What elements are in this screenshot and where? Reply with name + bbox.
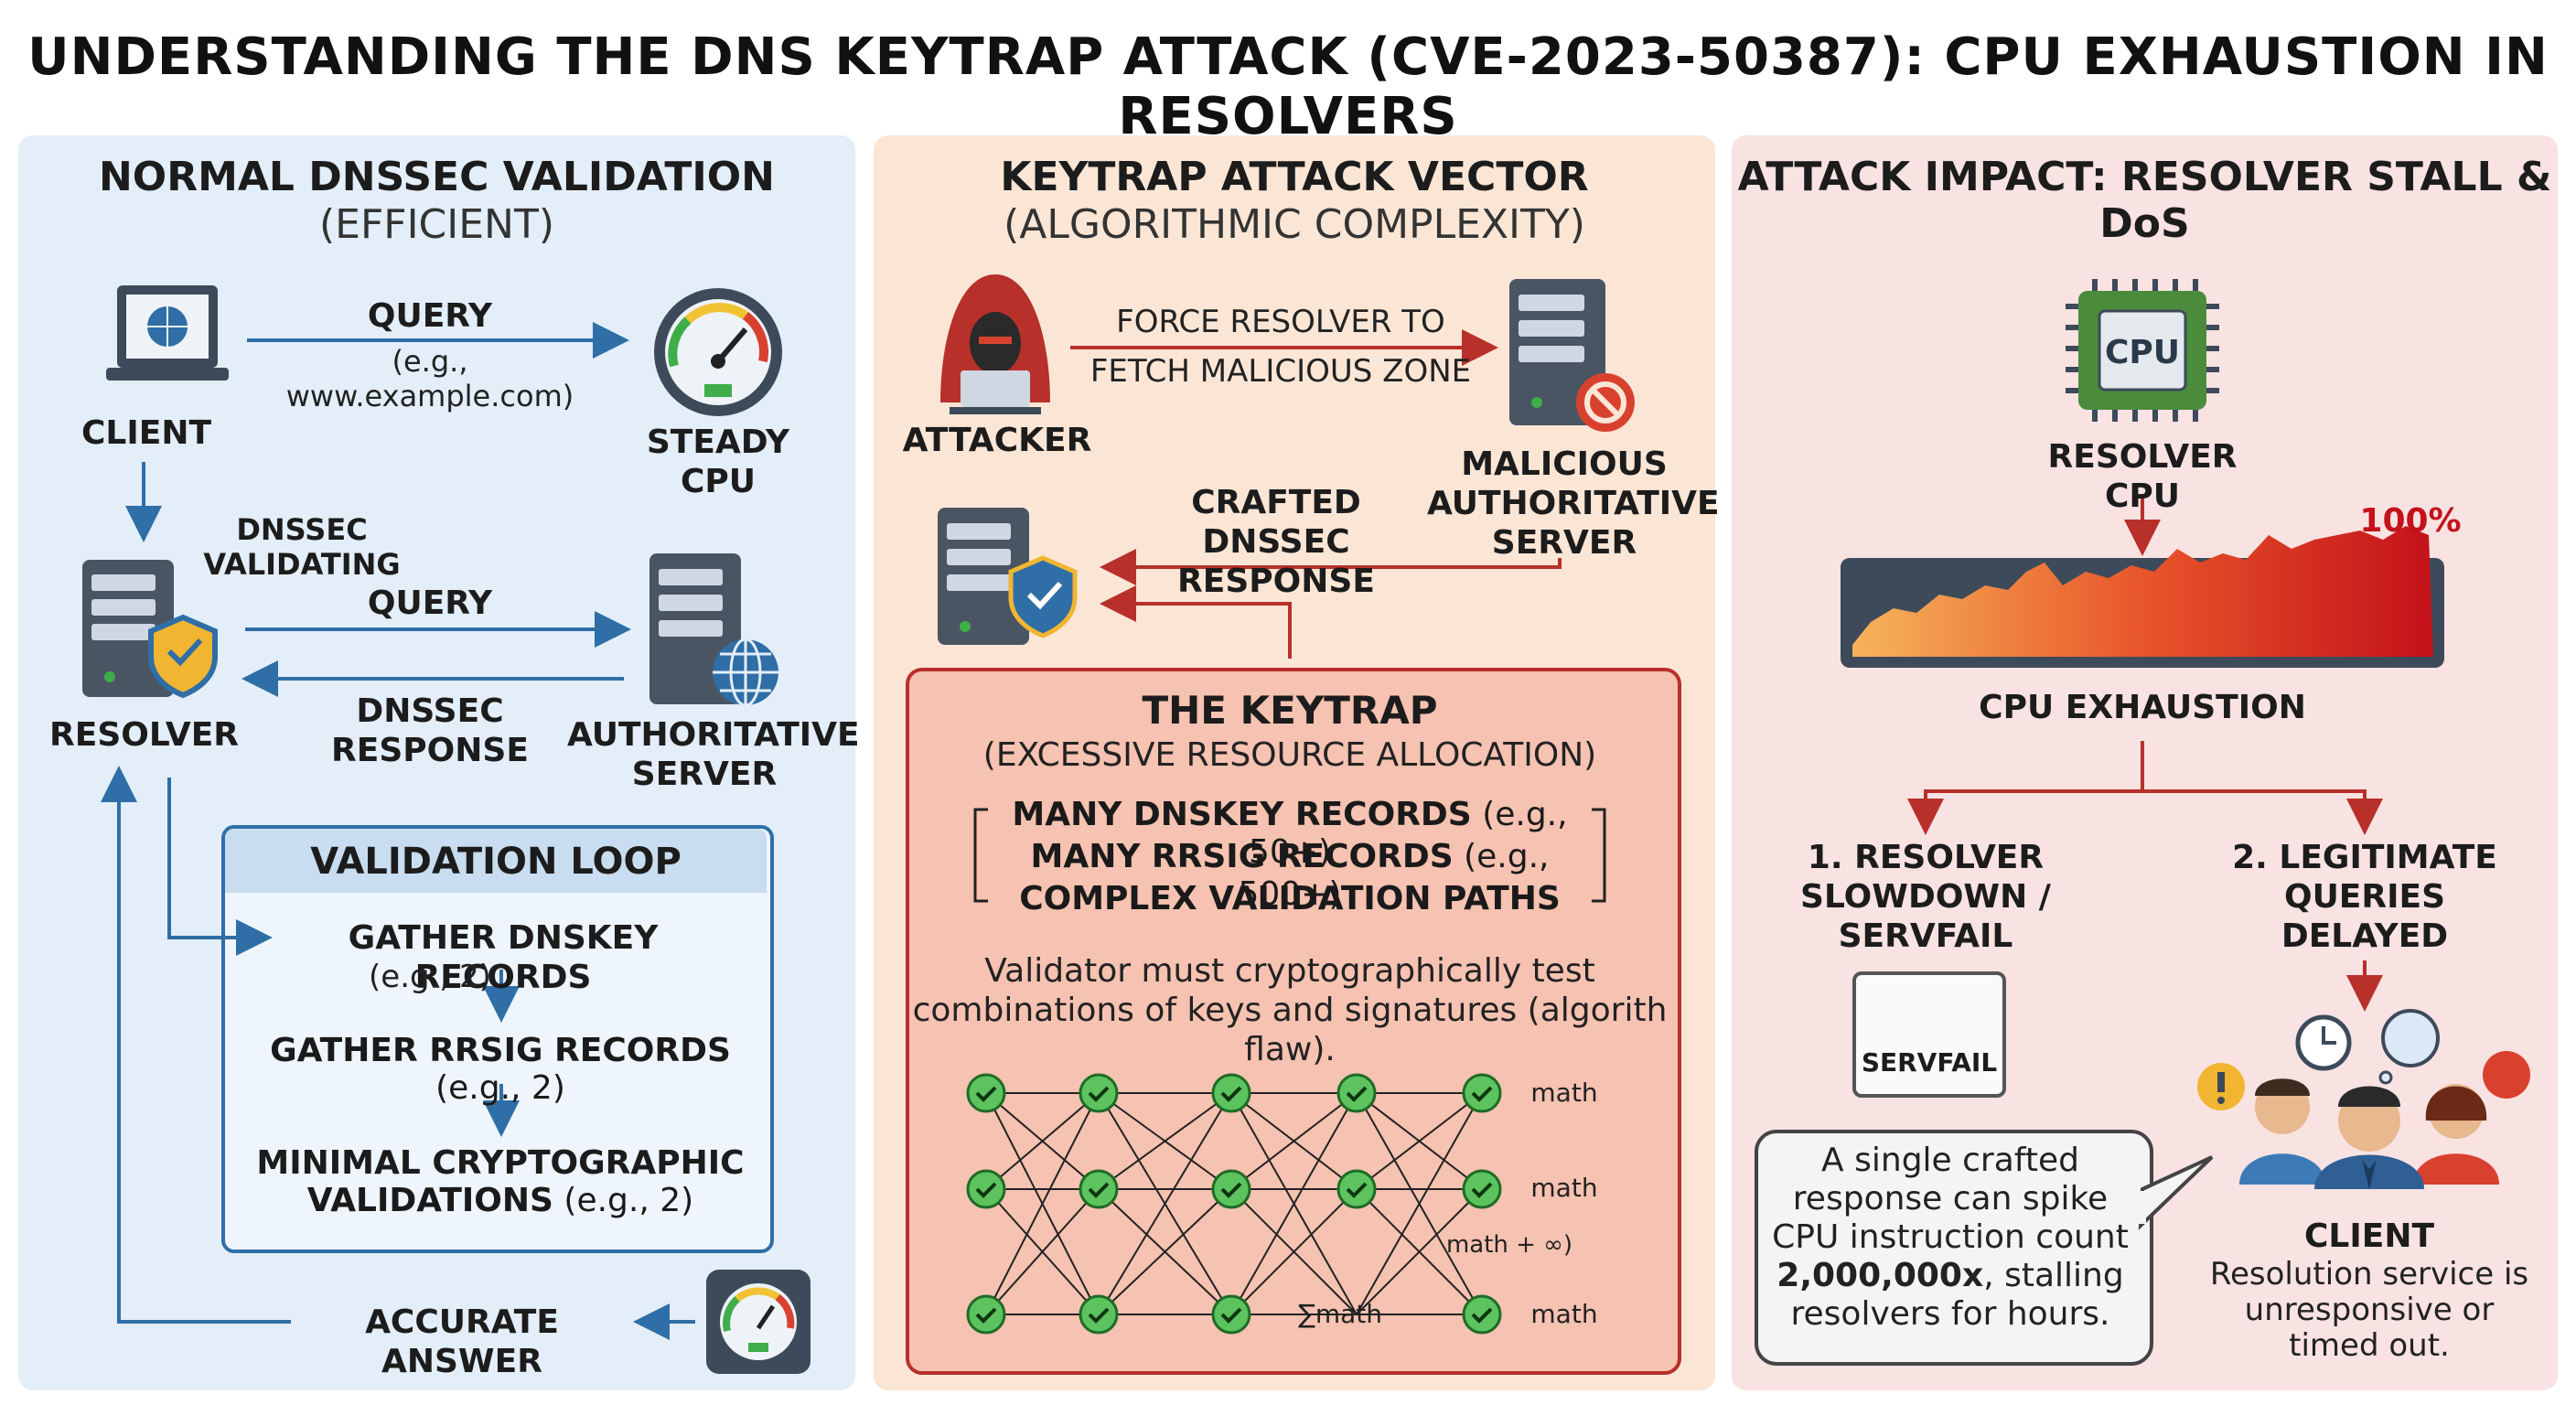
page-title: UNDERSTANDING THE DNS KEYTRAP ATTACK (CV… — [27, 27, 2549, 146]
client-label: CLIENT — [80, 414, 212, 452]
validation-loop-box — [221, 825, 774, 1253]
keytrap-box — [906, 668, 1681, 1375]
percent-label: 100% — [2359, 502, 2462, 540]
cpu-exhaustion-bar — [1841, 526, 2444, 668]
many-dnskey-line: MANY DNSKEY RECORDS (e.g., 50+) — [1012, 796, 1568, 871]
validation-loop-title: VALIDATION LOOP — [310, 841, 682, 883]
question-bubble-icon — [2378, 1009, 2440, 1085]
validations-step: VALIDATIONS (e.g., 2) — [306, 1182, 694, 1219]
alert-bubble-right-icon — [2483, 1051, 2530, 1099]
attacker-icon — [940, 274, 1050, 414]
speech-bubble — [1755, 1130, 2153, 1366]
math-label-3: math + ∞) — [1445, 1231, 1573, 1259]
validation-loop-header — [225, 829, 767, 893]
cpu-exhaustion-label: CPU EXHAUSTION — [1979, 689, 2306, 726]
keytrap-subtitle: (EXCESSIVE RESOURCE ALLOCATION) — [982, 736, 1597, 774]
query-label-top: QUERY — [367, 297, 493, 335]
minimal-crypto-step: MINIMAL CRYPTOGRAPHIC — [256, 1144, 745, 1182]
resolver-cpu-label: RESOLVER CPU — [2047, 438, 2238, 516]
resolver-server-icon — [82, 560, 218, 699]
many-rrsig-line: MANY RRSIG RECORDS (e.g., 500+) — [1030, 838, 1550, 913]
gather-rrsig-step: GATHER RRSIG RECORDS (e.g., 2) — [270, 1032, 731, 1107]
math-label-sum: ∑math — [1297, 1299, 1383, 1329]
servfail-window — [1852, 971, 2006, 1098]
clock-icon — [2295, 1014, 2352, 1071]
resolver-label: RESOLVER — [49, 716, 239, 754]
gather-dnskey-example: (e.g., 2) — [369, 959, 491, 995]
small-gauge-icon — [706, 1270, 810, 1374]
authoritative-server-icon — [649, 553, 778, 707]
force-resolver-line2: FETCH MALICIOUS ZONE — [1089, 353, 1472, 390]
checkmark-icons — [966, 1073, 1502, 1335]
complex-paths-line: COMPLEX VALIDATION PATHS — [1019, 880, 1561, 917]
keytrap-title: THE KEYTRAP — [1142, 688, 1438, 733]
query-label-mid: QUERY — [367, 585, 493, 622]
steady-cpu-label: STEADY CPU — [646, 424, 790, 501]
attacker-label: ATTACKER — [902, 422, 1092, 459]
bubble-text: A single crafted response can spike CPU … — [1772, 1142, 2129, 1334]
panel1-heading: NORMAL DNSSEC VALIDATION — [98, 154, 776, 200]
gauge-icon — [654, 288, 782, 416]
client-label-impact: CLIENT — [2303, 1217, 2435, 1255]
math-label-4: math — [1530, 1299, 1598, 1329]
resolver-server-icon-2 — [938, 508, 1078, 645]
alert-bubble-left-icon — [2197, 1063, 2245, 1110]
panel3-heading: ATTACK IMPACT: RESOLVER STALL & DoS — [1737, 154, 2552, 247]
servfail-label: SERVFAIL — [1861, 1047, 1998, 1078]
panel2-subheading: (ALGORITHMIC COMPLEXITY) — [1004, 201, 1585, 248]
accurate-answer-label: ACCURATE ANSWER — [365, 1303, 559, 1381]
malicious-server-icon — [1509, 279, 1635, 432]
math-label-1: math — [1530, 1078, 1598, 1108]
panel1-subheading: (EFFICIENT) — [318, 201, 555, 248]
panel2-heading: KEYTRAP ATTACK VECTOR — [1000, 154, 1589, 200]
gather-dnskey-step: GATHER DNSKEY RECORDS — [348, 919, 659, 997]
math-label-2: math — [1530, 1173, 1598, 1203]
cpu-chip-icon — [2066, 279, 2219, 422]
laptop-icon — [106, 285, 229, 381]
cpu-chip-label: CPU — [2104, 334, 2181, 371]
force-resolver-line1: FORCE RESOLVER TO — [1116, 304, 1445, 340]
client-people-icon — [2239, 1078, 2499, 1189]
query-example: (e.g., www.example.com) — [285, 344, 574, 414]
